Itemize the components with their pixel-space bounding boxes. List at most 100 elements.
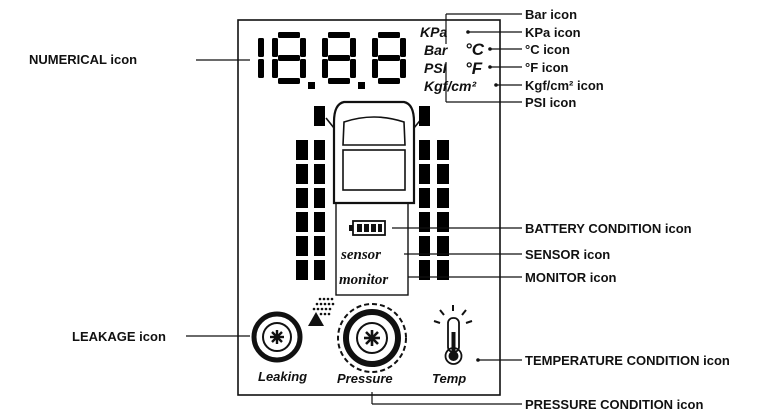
digit-segment — [378, 55, 400, 61]
digit-segment — [322, 38, 328, 57]
pressure-bar-segment — [296, 164, 308, 184]
deg-f-leader-dot — [488, 65, 492, 69]
leak-dot — [316, 307, 320, 311]
psi-callout: PSI icon — [525, 95, 576, 110]
leakage-callout: LEAKAGE icon — [72, 329, 166, 344]
leak-dot — [330, 297, 334, 301]
pressure-bar-segment — [314, 106, 325, 126]
pressure-bar-segment — [314, 236, 325, 256]
pressure-bar-segment — [419, 106, 430, 126]
kpa-callout: KPa icon — [525, 25, 581, 40]
pressure-tire-icon — [337, 303, 407, 373]
monitor-text: monitor — [339, 272, 388, 288]
kgf-unit: Kgf/cm² — [424, 78, 476, 94]
pressure-bar-segment — [419, 164, 430, 184]
pressure-bar-segment — [419, 260, 430, 280]
pressure-bar-segment — [314, 188, 325, 208]
monitor-callout: MONITOR icon — [525, 270, 617, 285]
decimal-point — [308, 82, 315, 89]
kpa-unit: KPa — [420, 24, 447, 40]
digit-segment — [372, 38, 378, 57]
digit-segment — [350, 59, 356, 78]
pressure-bar-segment — [314, 260, 325, 280]
leak-dot — [320, 307, 324, 311]
right-pressure-bars — [419, 106, 449, 280]
leak-dot — [318, 297, 322, 301]
pressure-bar-segment — [437, 212, 449, 232]
digit-segment — [378, 32, 400, 38]
digit-segment — [300, 59, 306, 78]
status-box — [335, 202, 409, 296]
digit-segment — [372, 59, 378, 78]
digit-segment — [322, 59, 328, 78]
leak-dot — [324, 307, 328, 311]
deg-f-callout: °F icon — [525, 60, 569, 75]
kpa-leader-dot — [466, 30, 470, 34]
numerical-callout: NUMERICAL icon — [29, 52, 137, 67]
deg-f-unit: °F — [465, 59, 483, 78]
digit-segment — [328, 55, 350, 61]
leaking-tire-icon — [251, 311, 324, 363]
digit-segment — [272, 38, 278, 57]
leak-dot — [323, 312, 327, 316]
pressure-label: Pressure — [337, 371, 393, 386]
leak-dot — [328, 307, 332, 311]
leak-dot — [327, 312, 331, 316]
psi-unit: PSI — [424, 60, 448, 76]
digit-segment — [258, 38, 264, 57]
digit-segment — [278, 32, 300, 38]
sensor-callout: SENSOR icon — [525, 247, 610, 262]
deg-c-callout: °C icon — [525, 42, 570, 57]
temperature-leader-dot — [476, 358, 480, 362]
pressure-bar-segment — [437, 236, 449, 256]
pressure-bar-segment — [296, 260, 308, 280]
leak-dot — [319, 302, 323, 306]
battery-callout: BATTERY CONDITION icon — [525, 221, 692, 236]
deg-c-leader-dot — [488, 47, 492, 51]
sensor-text: sensor — [340, 247, 381, 263]
digit-segment — [400, 38, 406, 57]
leak-dot — [327, 302, 331, 306]
digit-segment — [328, 78, 350, 84]
decimal-point — [358, 82, 365, 89]
pressure-bar-segment — [419, 140, 430, 160]
pressure-bar-segment — [296, 236, 308, 256]
pressure-bar-segment — [437, 140, 449, 160]
leak-dot — [322, 297, 326, 301]
pressure-bar-segment — [437, 164, 449, 184]
deg-c-unit: °C — [465, 40, 485, 59]
pressure-bar-segment — [314, 140, 325, 160]
pressure-bar-segment — [437, 188, 449, 208]
digit-segment — [258, 59, 264, 78]
kgf-leader-dot — [494, 83, 498, 87]
bar-unit: Bar — [424, 42, 449, 58]
pressure-bar-segment — [296, 140, 308, 160]
left-pressure-bars — [296, 106, 325, 280]
temperature-callout: TEMPERATURE CONDITION icon — [525, 353, 730, 368]
digit-segment — [278, 78, 300, 84]
leak-dot — [326, 297, 330, 301]
pressure-bar-segment — [296, 212, 308, 232]
thermometer-icon — [433, 305, 473, 365]
digit-segment — [328, 32, 350, 38]
leak-dot — [331, 302, 335, 306]
lcd-frame — [237, 19, 501, 396]
digit-segment — [350, 38, 356, 57]
pressure-bar-segment — [419, 188, 430, 208]
pressure-bar-segment — [314, 212, 325, 232]
pressure-bar-segment — [419, 236, 430, 256]
bar-callout: Bar icon — [525, 7, 577, 22]
temp-label: Temp — [432, 371, 466, 386]
digit-segment — [272, 59, 278, 78]
pressure-bar-segment — [314, 164, 325, 184]
pressure-bar-segment — [419, 212, 430, 232]
leak-dot — [312, 307, 316, 311]
pressure-callout: PRESSURE CONDITION icon — [525, 397, 703, 412]
leak-dot — [319, 312, 323, 316]
digit-segment — [400, 59, 406, 78]
numerical-display — [258, 32, 406, 89]
leaking-label: Leaking — [258, 369, 307, 384]
pressure-bar-segment — [437, 260, 449, 280]
car-icon — [325, 100, 423, 205]
